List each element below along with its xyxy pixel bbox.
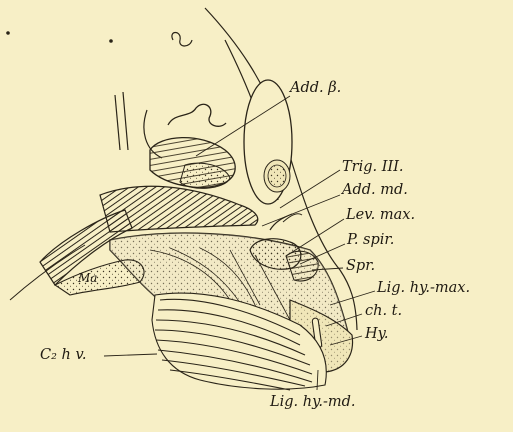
label-p-spir: P. spir. <box>347 233 394 248</box>
eye-region <box>244 80 292 204</box>
add-beta-muscle <box>150 138 235 189</box>
vessel-loop <box>168 104 226 126</box>
label-lev-max: Lev. max. <box>346 208 415 223</box>
label-trig-iii: Trig. III. <box>342 160 404 175</box>
top-marks <box>7 32 192 46</box>
label-lig-hy-md: Lig. hy.-md. <box>270 395 356 410</box>
label-spr: Spr. <box>346 259 375 274</box>
label-add-md: Add. md. <box>342 183 408 198</box>
label-c2hv: C₂ h v. <box>40 348 87 363</box>
label-lig-hy-max: Lig. hy.-max. <box>377 281 470 296</box>
label-ch-t: ch. t. <box>365 304 402 319</box>
label-hy: Hy. <box>365 327 389 342</box>
label-add-beta: Add. β. <box>290 81 341 96</box>
label-ma: Ma <box>78 272 97 284</box>
